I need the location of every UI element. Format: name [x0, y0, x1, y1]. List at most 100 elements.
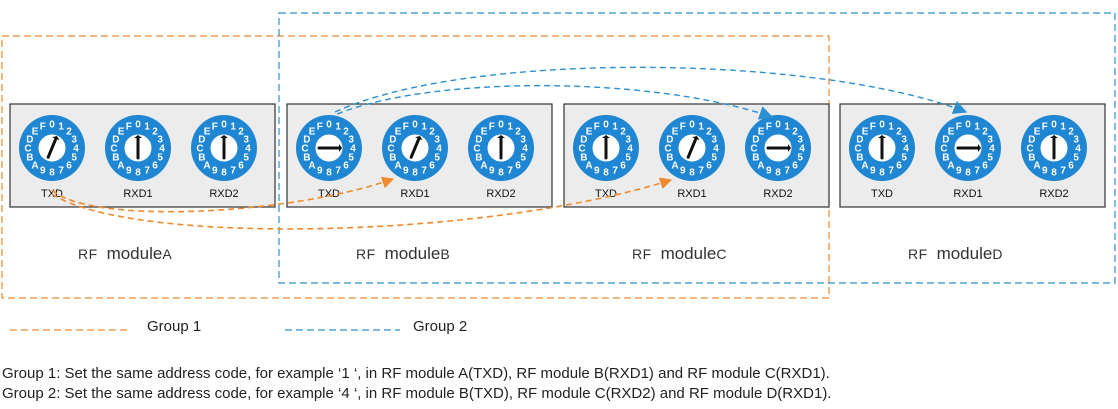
dial-digit: B: [389, 153, 396, 164]
dial-digit: 9: [956, 166, 962, 177]
dial-pointer-head: [220, 135, 228, 138]
switch-label: RXD2: [1039, 188, 1068, 200]
dial-digit: 6: [792, 160, 798, 171]
dial-digit: F: [403, 121, 409, 132]
dial-digit: E: [481, 127, 488, 138]
dial-digit: D: [752, 134, 759, 145]
dial-digit: 1: [507, 121, 513, 132]
dial-digit: 9: [126, 166, 132, 177]
dial-digit: E: [395, 127, 402, 138]
dial-digit: C: [301, 144, 308, 155]
dial-pointer-1: [686, 137, 698, 159]
dial-digit: B: [475, 153, 482, 164]
switch-label: TXD: [595, 188, 617, 200]
dial-digit: 1: [888, 121, 894, 132]
dial-digit: 1: [144, 121, 150, 132]
dial-digit: 8: [775, 168, 781, 179]
dial-digit: 7: [888, 166, 894, 177]
dial-digit: 1: [230, 121, 236, 132]
dial-digit: 9: [212, 166, 218, 177]
dial-digit: 3: [434, 134, 440, 145]
dial-digit: E: [586, 127, 593, 138]
dial-digit: B: [1028, 153, 1035, 164]
dial-digit: 8: [412, 168, 418, 179]
dial-digit: 4: [1075, 144, 1081, 155]
dial-pointer-head: [134, 135, 142, 138]
dial-digit: A: [757, 160, 764, 171]
dial-digit: D: [389, 134, 396, 145]
dial-digit: 6: [896, 160, 902, 171]
dial-digit: F: [317, 121, 323, 132]
dial-digit: 6: [706, 160, 712, 171]
dial-digit: D: [198, 134, 205, 145]
dial-digit: 8: [326, 168, 332, 179]
dial-digit: 1: [784, 121, 790, 132]
dial-pointer-head: [602, 135, 610, 138]
dial-digit: 4: [799, 144, 805, 155]
dial-digit: 9: [489, 166, 495, 177]
switch-label: RXD1: [400, 188, 429, 200]
dial-digit: C: [1026, 144, 1033, 155]
dial-digit: 1: [698, 121, 704, 132]
dial-digit: 7: [144, 166, 150, 177]
dial-digit: 7: [784, 166, 790, 177]
dial-digit: 5: [797, 153, 803, 164]
dial-digit: D: [303, 134, 310, 145]
dial-digit: 8: [879, 168, 885, 179]
dial-digit: 0: [603, 120, 609, 131]
dial-digit: D: [26, 134, 33, 145]
dial-digit: A: [1033, 160, 1040, 171]
dial-digit: C: [664, 144, 671, 155]
dial-digit: 0: [221, 120, 227, 131]
dial-digit: 4: [73, 144, 79, 155]
dial-digit: 3: [157, 134, 163, 145]
switch-label: TXD: [318, 188, 340, 200]
module-b-label: RF moduleB: [356, 244, 450, 263]
dial-digit: C: [110, 144, 117, 155]
dial-digit: F: [594, 121, 600, 132]
dial-digit: 3: [987, 134, 993, 145]
dial-digit: 8: [965, 168, 971, 179]
dial-pointer-head: [788, 144, 791, 152]
dial-digit: D: [666, 134, 673, 145]
dial-digit: 9: [870, 166, 876, 177]
group1-arrow-a-to-c: [51, 177, 673, 230]
dial-digit: E: [32, 127, 39, 138]
dial-digit: 9: [766, 166, 772, 177]
switch-label: TXD: [871, 188, 893, 200]
dial-digit: 8: [1051, 168, 1057, 179]
description-group2: Group 2: Set the same address code, for …: [2, 385, 832, 402]
dial-digit: E: [1034, 127, 1041, 138]
dial-digit: 2: [515, 127, 521, 138]
dial-digit: 4: [159, 144, 165, 155]
dial-digit: C: [24, 144, 31, 155]
dial-digit: A: [671, 160, 678, 171]
dial-digit: 5: [243, 153, 249, 164]
module-d-label: RF moduleD: [908, 244, 1003, 263]
dial-digit: 0: [326, 120, 332, 131]
dial-digit: 2: [706, 127, 712, 138]
dial-digit: D: [475, 134, 482, 145]
dial-pointer-head: [878, 135, 886, 138]
dial-digit: F: [956, 121, 962, 132]
dial-digit: 5: [157, 153, 163, 164]
dial-digit: 2: [238, 127, 244, 138]
dial-digit: D: [112, 134, 119, 145]
dial-digit: A: [394, 160, 401, 171]
dial-digit: 7: [58, 166, 64, 177]
switch-label: RXD2: [209, 188, 238, 200]
dial-digit: E: [118, 127, 125, 138]
dial-digit: 9: [1042, 166, 1048, 177]
dial-digit: A: [861, 160, 868, 171]
group1-arrow-a-to-b: [51, 176, 395, 213]
dial-digit: 0: [965, 120, 971, 131]
dial-digit: D: [580, 134, 587, 145]
dial-digit: F: [40, 121, 46, 132]
dial-digit: 6: [66, 160, 72, 171]
